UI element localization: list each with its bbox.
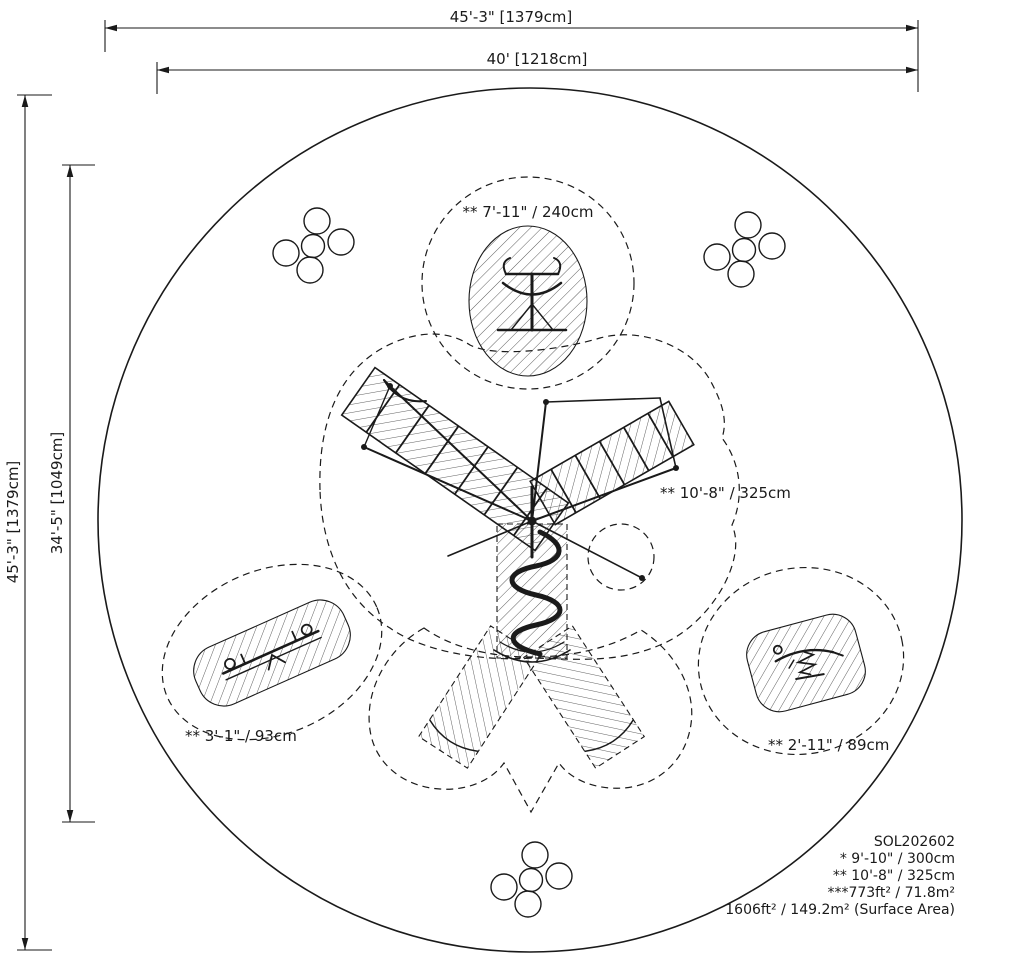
label-net-clearance: ** 10'-8" / 325cm [660,484,791,502]
snake-climber-glyph [509,529,563,657]
pod-cluster-top-right [703,211,786,288]
fall-height-note-2: ** 10'-8" / 325cm [833,868,955,884]
clearance-zone-spring-rider [697,566,905,756]
dimension-left-outer-label: 45'-3" [1379cm] [4,461,22,584]
surface-area-note: 1606ft² / 149.2m² (Surface Area) [725,902,955,918]
dimension-top-inner-label: 40' [1218cm] [487,50,588,68]
dimension-left-inner [62,164,95,823]
clearance-labels: ** 7'-11" / 240cm ** 10'-8" / 325cm ** 3… [185,203,889,754]
label-teeter-clearance: ** 3'-1" / 93cm [185,727,297,745]
label-spinner-clearance: ** 7'-11" / 240cm [463,203,594,221]
slide-right-hatched [522,625,646,769]
label-spring-rider-clearance: ** 2'-11" / 89cm [768,736,889,754]
dimension-top-outer-label: 45'-3" [1379cm] [450,8,573,26]
model-number: SOL202602 [874,834,955,850]
fall-height-note-1: * 9'-10" / 300cm [840,851,955,867]
dimension-left-inner-label: 34'-5" [1049cm] [48,432,66,555]
title-block: SOL202602 * 9'-10" / 300cm ** 10'-8" / 3… [725,834,955,918]
dimension-left-outer [17,94,52,951]
net-climber-glyph [361,379,679,581]
equipment-glyphs [221,257,844,681]
spring-rider-glyph [772,644,844,680]
spinner-glyph [496,257,568,332]
use-zone-area-note: ***773ft² / 71.8m² [827,885,955,901]
clearance-zone-spinner [421,176,635,390]
teeter-glyph [221,623,322,681]
surfacing-boundary-circle [97,87,963,953]
slide-platform-glyph [493,641,571,663]
dimension-top-inner [156,62,918,94]
clearance-zone-nets [319,333,740,660]
clearance-zone-pod [587,523,655,591]
spinner-zone-hatched [468,225,588,377]
clearance-zone-teeter [161,563,383,741]
pod-cluster-bottom [490,841,573,918]
dimension-top-outer [104,20,919,92]
pod-cluster-top-left [272,207,355,284]
